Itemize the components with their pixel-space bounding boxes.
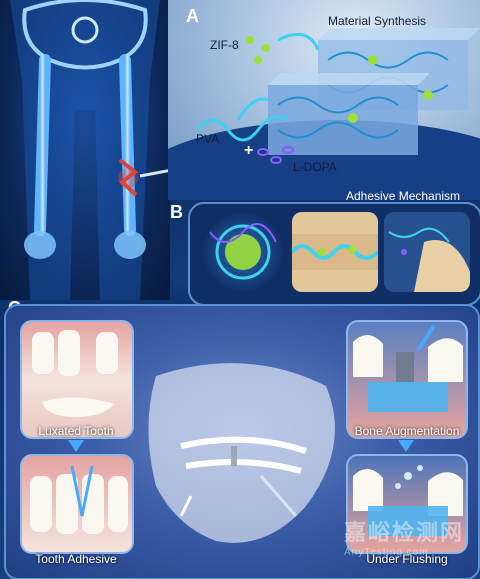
bone-augmentation-box — [346, 320, 468, 439]
watermark-text: 嘉峪检测网 — [343, 520, 464, 545]
tooth-adhesive-label: Tooth Adhesive — [35, 552, 117, 566]
fracture-marker — [118, 158, 139, 197]
xray-legs-illustration — [10, 0, 170, 300]
luxated-tooth-box — [20, 320, 134, 439]
plus-sign: + — [244, 142, 254, 159]
adhesion-detail-cell — [384, 212, 470, 292]
luxated-tooth-label: Luxated Tooth — [38, 424, 114, 438]
bone-interface-cell — [292, 212, 378, 292]
pva-chain — [196, 115, 289, 142]
arrow-icon — [277, 32, 320, 51]
adhesive-mechanism-title: Adhesive Mechanism — [346, 189, 461, 200]
ldopa-molecules — [257, 146, 294, 164]
under-flushing-label: Under Flushing — [366, 552, 448, 566]
synthesis-illustration — [196, 28, 480, 164]
zif8-label: ZIF-8 — [210, 38, 239, 52]
arrow-icon — [236, 97, 269, 121]
hydrogel-block-front — [268, 73, 430, 155]
skull-illustration — [148, 363, 335, 543]
ldopa-label: L-DOPA — [293, 160, 337, 174]
watermark-sub: AnyTesting.com — [343, 547, 429, 558]
network-cell — [200, 212, 286, 292]
panel-b-adhesive-mechanism — [188, 202, 480, 306]
bone-augmentation-label: Bone Augmentation — [354, 424, 460, 438]
arrow-down-icon — [398, 440, 414, 452]
pva-label: PVA — [196, 132, 220, 146]
panel-c-dental-applications: Luxated Tooth Tooth Adhesive Bone Au — [4, 304, 480, 579]
panel-a-material-synthesis: A Material Synthesis ZIF-8 PVA + L-DOPA … — [168, 0, 480, 200]
arrow-down-icon — [68, 440, 84, 452]
material-synthesis-title: Material Synthesis — [328, 14, 427, 28]
zif8-particles — [246, 36, 433, 123]
panel-a-letter: A — [186, 6, 199, 26]
panel-b-letter: B — [170, 202, 183, 222]
watermark: 嘉峪检测网 AnyTesting.com — [344, 515, 464, 558]
under-flushing-box — [346, 454, 468, 554]
xray-leg-panel — [0, 0, 170, 300]
tooth-adhesive-box — [20, 454, 134, 554]
